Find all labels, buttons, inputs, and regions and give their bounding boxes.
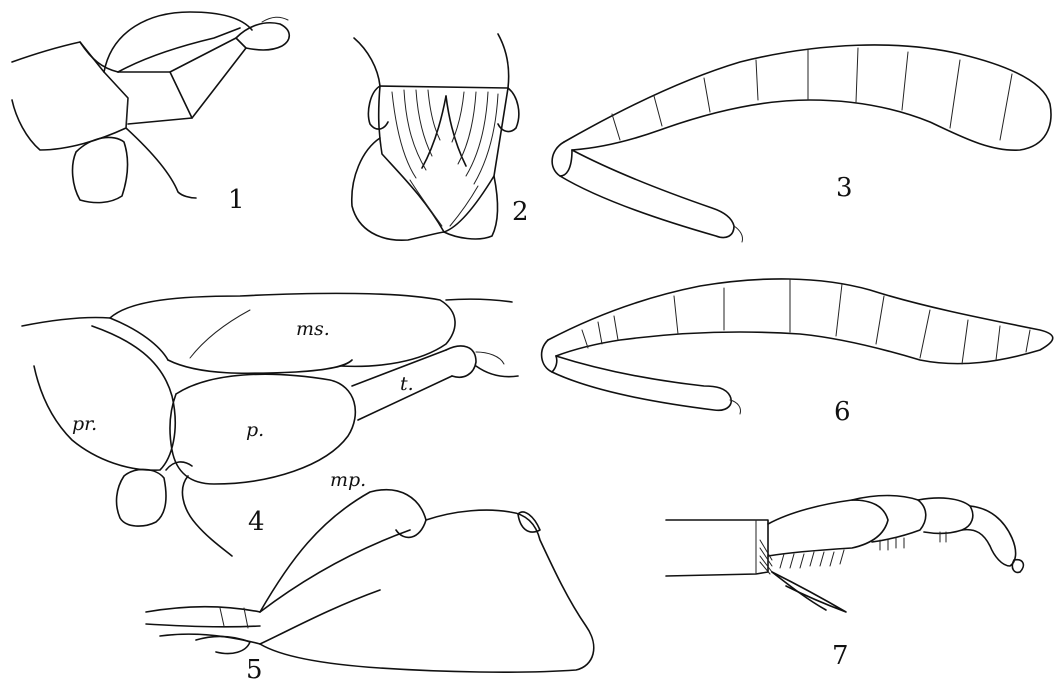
figure-number-4: 4 <box>248 507 265 537</box>
label-t: t. <box>400 373 414 395</box>
label-pr: pr. <box>72 413 97 435</box>
figure-number-3: 3 <box>836 173 853 203</box>
figure-number-7: 7 <box>832 641 849 671</box>
figure-number-5: 5 <box>246 655 263 684</box>
figure-number-1: 1 <box>228 185 245 215</box>
figure-5-leg <box>146 490 594 672</box>
label-p: p. <box>246 419 264 441</box>
figure-number-6: 6 <box>834 397 851 427</box>
figure-number-2: 2 <box>512 197 529 227</box>
figure-7-tarsus <box>666 496 1023 613</box>
figure-1-thorax-side <box>12 12 289 203</box>
figure-4-thorax-labelled: ms. t. pr. p. mp. <box>22 293 518 556</box>
label-ms: ms. <box>296 318 330 340</box>
figure-3-antenna <box>552 45 1051 242</box>
label-mp: mp. <box>330 469 366 491</box>
figure-6-antenna <box>542 279 1053 414</box>
figure-2-sternum-front <box>352 34 519 240</box>
